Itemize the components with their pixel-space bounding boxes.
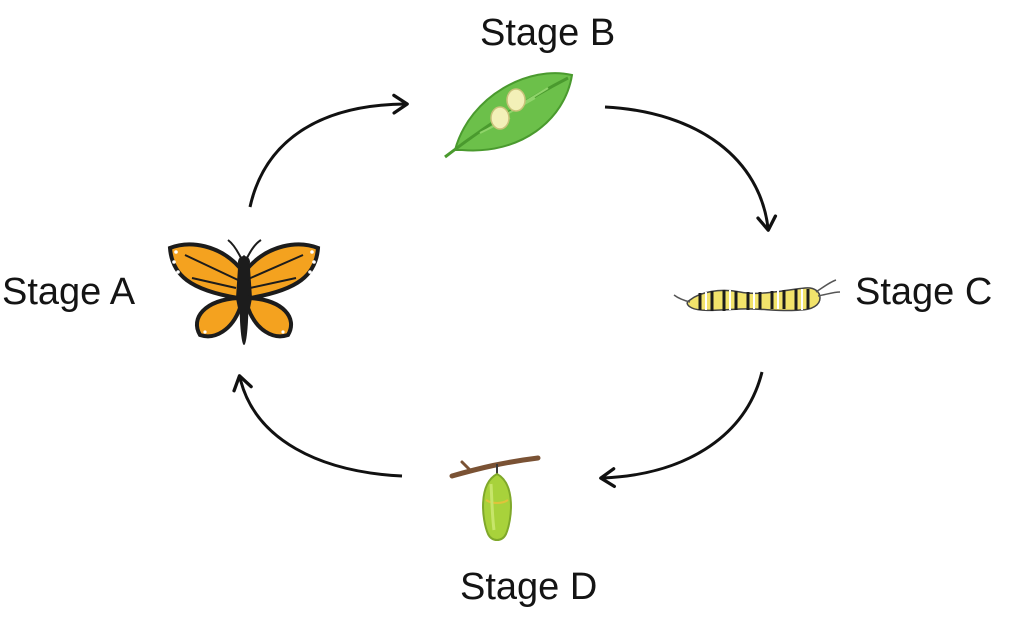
chrysalis-icon	[449, 455, 541, 541]
arrow-c-to-d	[599, 371, 764, 489]
stage-a-label: Stage A	[2, 271, 136, 313]
egg	[506, 88, 526, 112]
egg	[490, 106, 510, 130]
stage-c-label: Stage C	[855, 271, 993, 313]
twig	[449, 455, 541, 479]
arrow-b-to-c	[604, 105, 778, 232]
stage-b-label: Stage B	[480, 12, 616, 54]
caterpillar-icon	[673, 279, 841, 312]
butterfly-icon	[167, 239, 321, 345]
arrow-d-to-a	[232, 374, 403, 478]
leaf-with-eggs-icon	[444, 72, 574, 159]
arrow-a-to-b	[248, 93, 409, 208]
stage-d-label: Stage D	[460, 566, 598, 608]
